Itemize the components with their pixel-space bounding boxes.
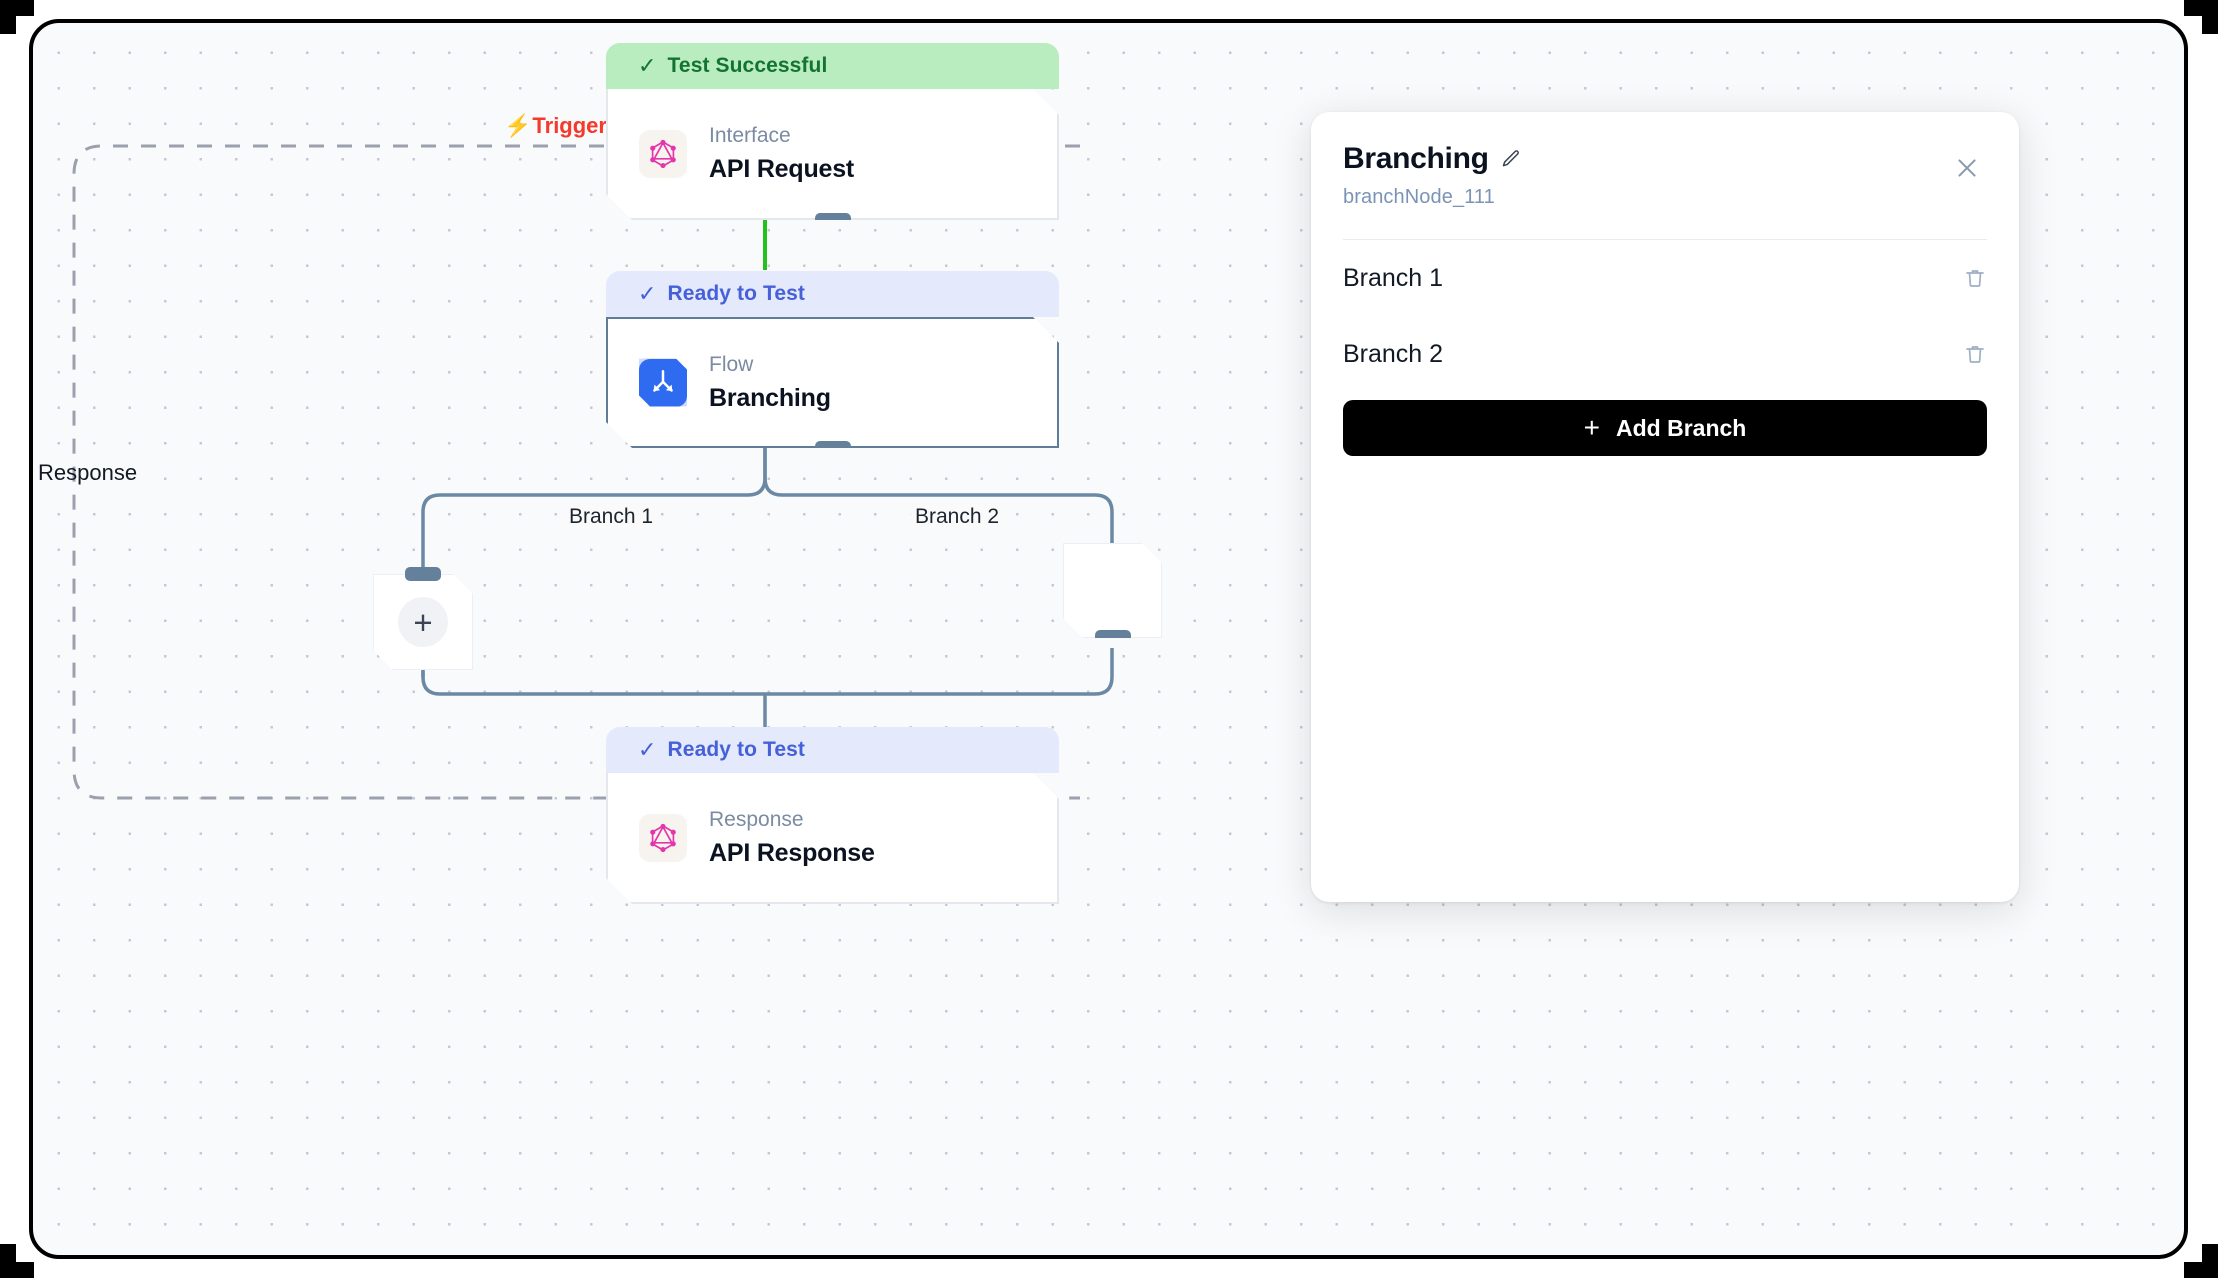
branch-row[interactable]: Branch 2 xyxy=(1343,316,1987,392)
check-icon: ✓ xyxy=(638,281,657,306)
node-status-branching: ✓ Ready to Test xyxy=(606,271,1059,317)
node-status-text: Test Successful xyxy=(667,54,828,77)
edge-plus-to-merge xyxy=(421,671,1095,696)
panel-title-row: Branching xyxy=(1343,142,1987,176)
node-body-branching[interactable]: Flow Branching xyxy=(606,317,1059,448)
add-branch-button[interactable]: + Add Branch xyxy=(1343,400,1987,456)
corner-bracket-top-right xyxy=(2184,0,2218,34)
edge-label-branch1: Branch 1 xyxy=(563,505,660,529)
check-icon: ✓ xyxy=(638,737,657,762)
node-title: API Request xyxy=(709,154,855,183)
plus-icon: + xyxy=(398,597,448,647)
branch-name: Branch 2 xyxy=(1343,339,1444,368)
edge-label-branch2: Branch 2 xyxy=(909,505,1006,529)
node-text-api-request: Interface API Request xyxy=(709,122,854,185)
node-title: API Response xyxy=(709,838,875,867)
pencil-icon[interactable] xyxy=(1501,149,1521,169)
branch-flow-icon xyxy=(639,359,687,407)
add-branch-label: Add Branch xyxy=(1616,414,1747,441)
lightning-bolt-icon: ⚡ xyxy=(504,113,532,138)
node-status-text: Ready to Test xyxy=(667,282,805,305)
trigger-response-loop-edge xyxy=(72,144,1080,800)
panel-header: Branching branchNode_111 xyxy=(1343,112,1987,209)
node-kind: Flow xyxy=(709,353,754,377)
edge-branch2-to-merge xyxy=(1094,648,1114,696)
check-icon: ✓ xyxy=(638,53,657,78)
node-body-api-request[interactable]: Interface API Request xyxy=(606,89,1059,220)
edge-layer xyxy=(72,144,1114,800)
add-node-button[interactable]: + xyxy=(373,574,473,670)
trash-icon[interactable] xyxy=(1963,266,1987,290)
node-text-api-response: Response API Response xyxy=(709,806,875,869)
branching-properties-panel[interactable]: Branching branchNode_111 Branch 1 xyxy=(1311,112,2019,902)
panel-subtitle: branchNode_111 xyxy=(1343,186,1495,208)
branch-row[interactable]: Branch 1 xyxy=(1343,240,1987,316)
edge-branching-to-branch2 xyxy=(763,409,1114,615)
add-node-handle-bottom[interactable] xyxy=(405,567,441,580)
graphql-icon xyxy=(639,130,687,178)
trash-icon[interactable] xyxy=(1963,342,1987,366)
node-branching[interactable]: ✓ Ready to Test Flow Branching xyxy=(606,271,1059,448)
branch2-add-node[interactable] xyxy=(1063,543,1162,638)
corner-bracket-top-left xyxy=(0,0,34,34)
node-kind: Interface xyxy=(709,124,791,148)
corner-bracket-bottom-left xyxy=(0,1244,34,1278)
close-icon[interactable] xyxy=(1947,148,1987,188)
plus-icon: + xyxy=(1583,412,1600,443)
corner-bracket-bottom-right xyxy=(2184,1244,2218,1278)
trigger-label: ⚡ Trigger xyxy=(504,113,607,139)
node-api-response[interactable]: ✓ Ready to Test xyxy=(606,727,1059,904)
graphql-icon xyxy=(639,814,687,862)
node-body-api-response[interactable]: Response API Response xyxy=(606,773,1059,904)
branch-list: Branch 1 Branch 2 xyxy=(1343,240,1987,392)
panel-title: Branching xyxy=(1343,142,1489,175)
panel-divider xyxy=(1343,239,1987,240)
response-label: Response xyxy=(38,460,138,485)
node-status-api-response: ✓ Ready to Test xyxy=(606,727,1059,773)
node-status-text: Ready to Test xyxy=(667,738,805,761)
branch-name: Branch 1 xyxy=(1343,263,1444,292)
node-text-branching: Flow Branching xyxy=(709,351,831,414)
node-api-request[interactable]: ✓ Test Successful xyxy=(606,43,1059,220)
node-kind: Response xyxy=(709,808,804,832)
node-status-api-request: ✓ Test Successful xyxy=(606,43,1059,89)
node-title: Branching xyxy=(709,383,831,412)
trigger-label-text: Trigger xyxy=(532,113,607,138)
